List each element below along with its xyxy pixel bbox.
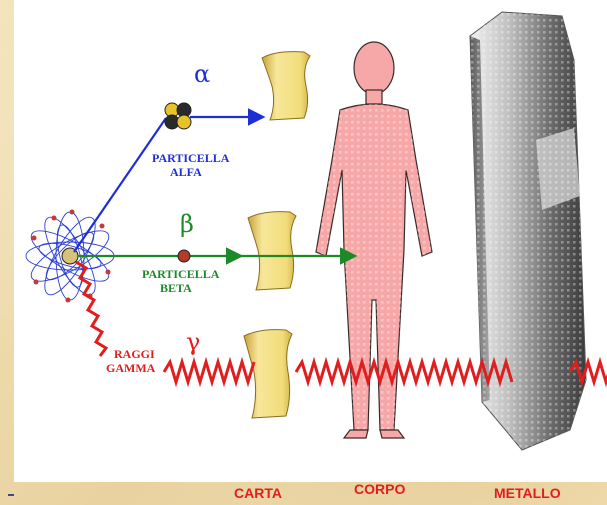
beta-label-line2: BETA — [160, 282, 192, 294]
gamma-symbol: γ — [186, 330, 200, 354]
gamma-label-line2: GAMMA — [106, 362, 155, 374]
corner-dash — [8, 494, 14, 496]
alpha-particle-icon — [165, 103, 191, 129]
beta-symbol: β — [180, 212, 194, 236]
radiation-penetration-diagram — [14, 0, 607, 482]
alpha-label-line1: PARTICELLA — [152, 152, 229, 164]
diagram-panel: α PARTICELLA ALFA β PARTICELLA BETA γ RA… — [14, 0, 607, 482]
barrier-body-label: CORPO — [354, 482, 405, 496]
paper-scroll-icon — [248, 212, 296, 290]
gamma-ray-diagonal — [76, 262, 106, 356]
barrier-metal-label: METALLO — [494, 486, 561, 500]
beta-label-line1: PARTICELLA — [142, 268, 219, 280]
gamma-label-line1: RAGGI — [114, 348, 155, 360]
alpha-path-to-source — [74, 118, 166, 252]
barrier-paper-label: CARTA — [234, 486, 282, 500]
alpha-symbol: α — [194, 62, 210, 86]
beta-particle-icon — [178, 250, 190, 262]
paper-scroll-icon — [262, 52, 310, 120]
alpha-label-line2: ALFA — [170, 166, 202, 178]
